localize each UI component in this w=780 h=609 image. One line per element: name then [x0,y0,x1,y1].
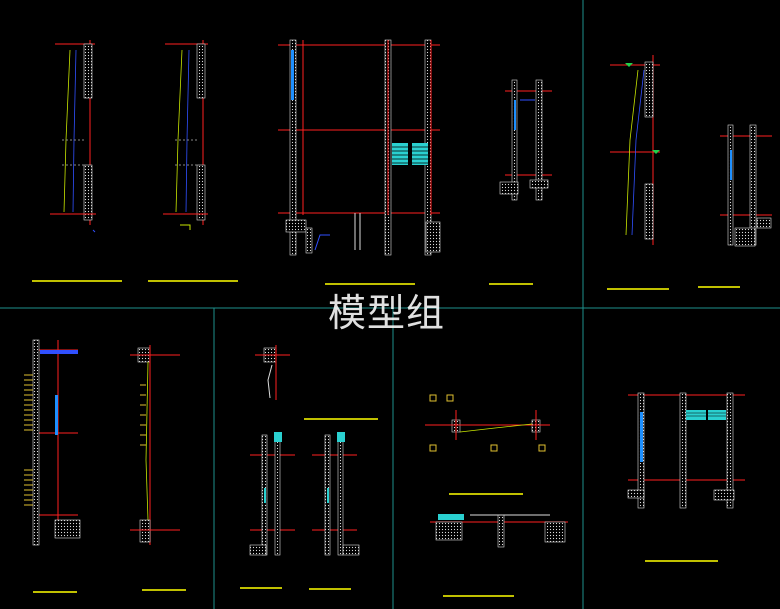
wall-section-c [610,55,660,245]
wall-section-a [50,40,96,233]
window-section-small [499,79,552,201]
window-louver-section [627,392,745,509]
window-section-h [312,432,360,556]
louver-block [392,143,428,165]
wall-section-e [24,339,81,546]
plan-detail [425,394,550,452]
watermark: 模型组 [328,291,446,335]
facade-section [278,39,441,256]
detail-small [255,345,290,400]
plan-detail-b [430,514,568,548]
wall-section-b [163,40,208,230]
wall-section-f [130,345,180,545]
window-section-g [249,432,295,556]
window-section-d [720,124,772,247]
